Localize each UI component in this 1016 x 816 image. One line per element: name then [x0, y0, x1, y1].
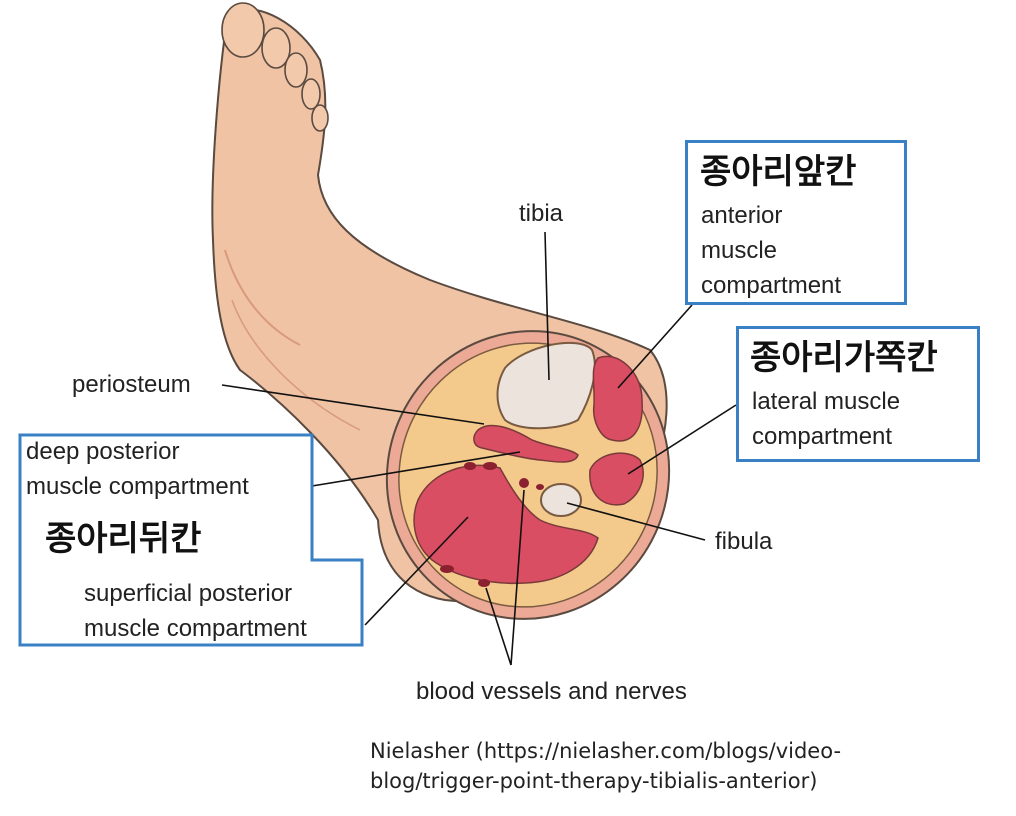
anterior-line-3: compartment: [701, 272, 842, 299]
lateral-label-box: 종아리가쪽칸 lateral muscle compartment: [736, 326, 980, 462]
toe: [284, 52, 308, 88]
tibia-label: tibia: [519, 200, 564, 227]
toe: [221, 2, 265, 58]
credit-line-1: Nielasher (https://nielasher.com/blogs/v…: [370, 739, 842, 763]
anterior-line-2: muscle: [701, 237, 778, 264]
deep-posterior-line-2: muscle compartment: [26, 473, 249, 500]
posterior-korean-label: 종아리뒤칸: [45, 519, 202, 559]
lateral-leader: [627, 404, 737, 475]
lateral-korean-label: 종아리가쪽칸: [750, 338, 938, 378]
toe: [301, 78, 321, 110]
posterior-label-box: [18, 433, 364, 647]
periosteum-leader: [221, 384, 485, 425]
periosteum-label: periosteum: [72, 371, 191, 398]
tibia-bone: [496, 341, 596, 430]
vessels-leader-left: [485, 587, 512, 666]
superficial-posterior-line-2: muscle compartment: [84, 615, 307, 642]
toe: [261, 27, 291, 69]
toe: [311, 104, 329, 132]
anterior-leader: [617, 304, 693, 389]
anterior-label-box: 종아리앞칸 anterior muscle compartment: [685, 140, 907, 305]
heel-shading: [231, 299, 361, 431]
anterior-line-1: anterior: [701, 202, 783, 229]
fibula-leader: [566, 502, 706, 541]
anterior-korean-label: 종아리앞칸: [700, 152, 857, 192]
fibula-bone: [540, 483, 582, 517]
deep-posterior-line-1: deep posterior: [26, 438, 180, 465]
lateral-muscle: [589, 452, 644, 506]
superficial-posterior-line-1: superficial posterior: [84, 580, 293, 607]
vessels-leader-right: [510, 489, 525, 666]
blood-vessel: [478, 579, 490, 587]
blood-vessels-label: blood vessels and nerves: [416, 678, 687, 705]
ankle-shading: [224, 249, 301, 346]
blood-vessel: [483, 462, 497, 470]
deep-posterior-muscle: [473, 424, 579, 463]
blood-vessel: [440, 565, 454, 573]
deep-posterior-leader: [311, 451, 521, 487]
blood-vessel: [519, 478, 529, 488]
blood-vessel: [464, 462, 476, 470]
fibula-label: fibula: [715, 528, 773, 555]
superficial-posterior-leader: [364, 516, 469, 626]
blood-vessel: [536, 484, 544, 490]
tibia-leader: [544, 231, 550, 381]
source-credit: Nielasher (https://nielasher.com/blogs/v…: [370, 736, 841, 796]
credit-line-2: blog/trigger-point-therapy-tibialis-ante…: [370, 769, 818, 793]
lateral-line-1: lateral muscle: [752, 388, 901, 415]
lateral-line-2: compartment: [752, 423, 893, 450]
